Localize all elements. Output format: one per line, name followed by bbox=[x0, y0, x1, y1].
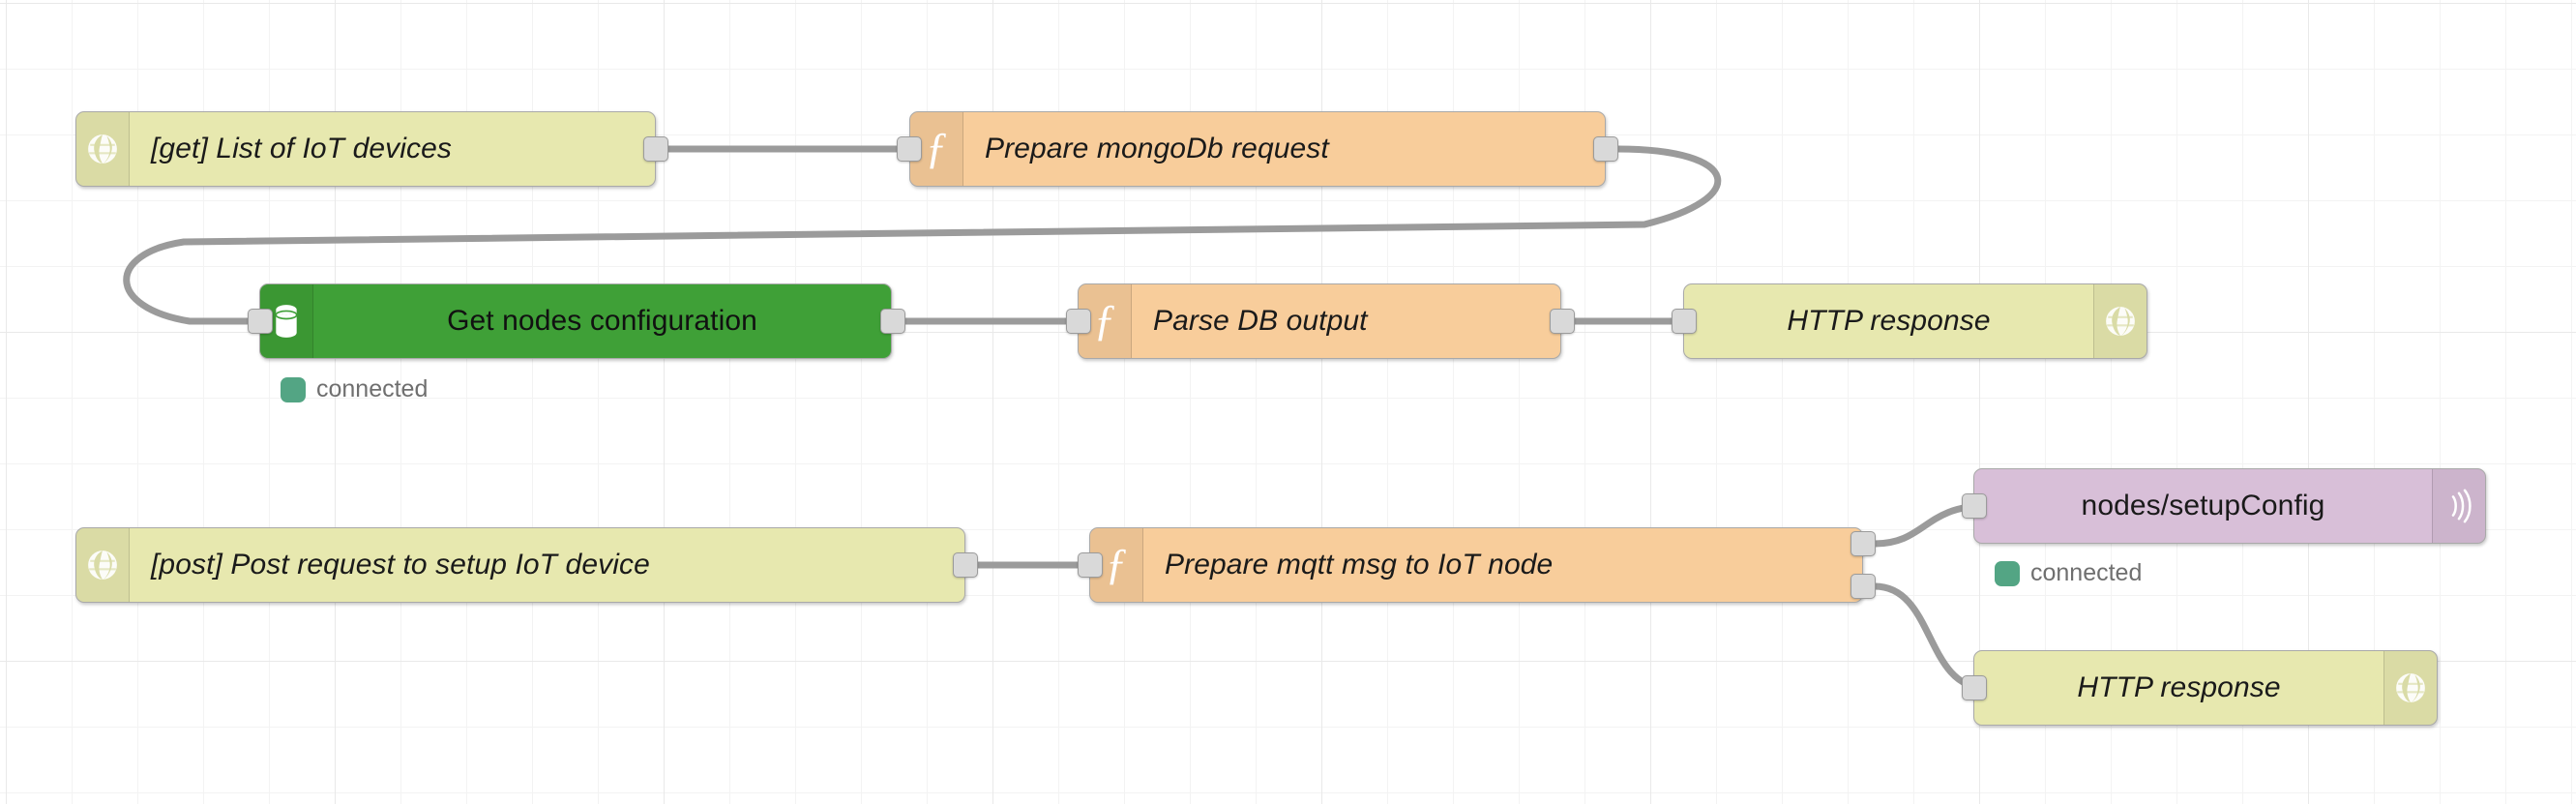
wire-prepare-mqtt-to-http-response-2 bbox=[1871, 582, 1989, 692]
globe-icon bbox=[2384, 651, 2437, 725]
globe-icon bbox=[2093, 284, 2147, 358]
status-label: connected bbox=[316, 375, 429, 402]
port-input-http-response-1[interactable] bbox=[1672, 309, 1697, 334]
function-icon: ƒ bbox=[910, 112, 963, 186]
node-mqtt-setup-config[interactable]: nodes/setupConfig bbox=[1973, 468, 2486, 544]
database-icon-svg bbox=[275, 305, 298, 338]
broadcast-icon bbox=[2432, 469, 2485, 543]
port-output-fn-parse-db[interactable] bbox=[1550, 309, 1575, 334]
port-output-mongo-get-nodes[interactable] bbox=[880, 309, 905, 334]
node-http-in-get[interactable]: [get] List of IoT devices bbox=[75, 111, 656, 187]
function-icon-glyph: ƒ bbox=[1105, 539, 1128, 588]
node-fn-prepare-mqtt[interactable]: ƒ Prepare mqtt msg to IoT node bbox=[1089, 527, 1863, 603]
port-output-fn-prepare-mongo[interactable] bbox=[1593, 136, 1618, 162]
node-label: [post] Post request to setup IoT device bbox=[151, 549, 650, 581]
port-input-mqtt-setup-config[interactable] bbox=[1962, 493, 1987, 519]
port-input-http-response-2[interactable] bbox=[1962, 675, 1987, 700]
node-label: nodes/setupConfig bbox=[2081, 490, 2325, 521]
globe-icon bbox=[76, 112, 130, 186]
node-http-response-1[interactable]: HTTP response bbox=[1683, 283, 2147, 359]
node-label: HTTP response bbox=[1787, 305, 1991, 337]
node-http-in-post[interactable]: [post] Post request to setup IoT device bbox=[75, 527, 965, 603]
node-label: Get nodes configuration bbox=[447, 305, 757, 337]
port-output-http-in-get[interactable] bbox=[643, 136, 668, 162]
node-fn-prepare-mongo[interactable]: ƒ Prepare mongoDb request bbox=[909, 111, 1606, 187]
broadcast-icon-svg bbox=[2451, 489, 2472, 523]
globe-icon bbox=[76, 528, 130, 602]
node-label: Prepare mqtt msg to IoT node bbox=[1165, 549, 1554, 581]
globe-icon-svg bbox=[88, 134, 117, 164]
status-dot bbox=[1995, 560, 2020, 586]
port-output-1-fn-prepare-mqtt[interactable] bbox=[1851, 531, 1876, 556]
function-icon-glyph: ƒ bbox=[1093, 295, 1116, 344]
status-mongo-get-nodes: connected bbox=[281, 375, 428, 403]
node-label: Prepare mongoDb request bbox=[985, 133, 1329, 164]
node-fn-parse-db[interactable]: ƒ Parse DB output bbox=[1078, 283, 1561, 359]
node-label: HTTP response bbox=[2077, 671, 2281, 703]
port-input-fn-prepare-mongo[interactable] bbox=[897, 136, 922, 162]
node-mongo-get-nodes[interactable]: Get nodes configuration bbox=[259, 283, 892, 359]
globe-icon-svg bbox=[2396, 673, 2425, 702]
port-input-fn-parse-db[interactable] bbox=[1066, 309, 1091, 334]
globe-icon-svg bbox=[88, 551, 117, 580]
status-mqtt-setup-config: connected bbox=[1995, 559, 2142, 587]
port-input-mongo-get-nodes[interactable] bbox=[248, 309, 273, 334]
node-label: Parse DB output bbox=[1153, 305, 1368, 337]
port-output-http-in-post[interactable] bbox=[953, 552, 978, 578]
status-dot bbox=[281, 376, 306, 402]
function-icon-glyph: ƒ bbox=[925, 123, 948, 172]
node-label: [get] List of IoT devices bbox=[151, 133, 452, 164]
port-input-fn-prepare-mqtt[interactable] bbox=[1078, 552, 1103, 578]
status-label: connected bbox=[2030, 559, 2143, 586]
port-output-2-fn-prepare-mqtt[interactable] bbox=[1851, 574, 1876, 599]
node-http-response-2[interactable]: HTTP response bbox=[1973, 650, 2438, 726]
globe-icon-svg bbox=[2106, 307, 2135, 336]
